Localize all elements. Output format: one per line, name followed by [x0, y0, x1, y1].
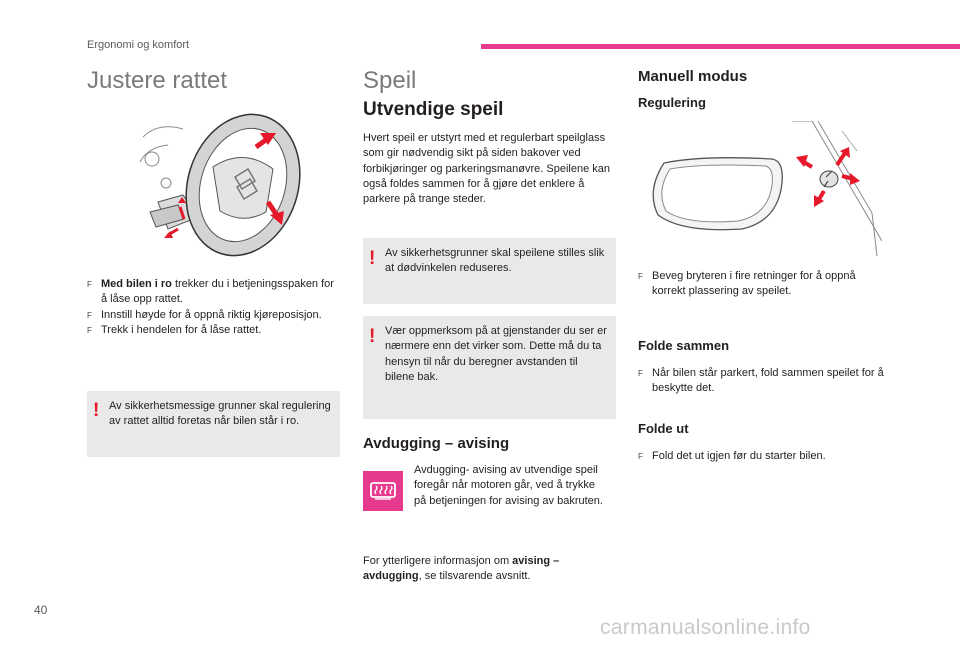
mirrors-warning-box-2: ! Vær oppmerksom på at gjenstander du se… — [363, 316, 616, 419]
mirror-adjust-illustration — [652, 121, 882, 256]
list-item: F Fold det ut igjen før du starter bilen… — [638, 449, 890, 464]
section-header: Ergonomi og komfort — [87, 39, 190, 51]
mirrors-title: Speil — [363, 67, 417, 94]
more-info-prefix: For ytterligere informasjon om — [363, 555, 513, 567]
list-item: F Trekk i hendelen for å låse rattet. — [87, 323, 342, 338]
steering-warning-box: ! Av sikkerhetsmessige grunner skal regu… — [87, 391, 340, 457]
rear-defrost-icon — [370, 482, 396, 500]
mirrors-intro: Hvert speil er utstyrt med et regulerbar… — [363, 132, 611, 206]
bullet-text: Fold det ut igjen før du starter bilen. — [652, 450, 826, 462]
mirrors-warning-box-1: ! Av sikkerhetsgrunner skal speilene sti… — [363, 238, 616, 304]
adjust-bullets: F Beveg bryteren i fire retninger for å … — [638, 269, 890, 300]
steering-wheel-illustration — [139, 113, 301, 257]
warning-icon: ! — [93, 400, 100, 421]
steering-warning-text: Av sikkerhetsmessige grunner skal regule… — [109, 400, 331, 428]
bullet-text: Når bilen står parkert, fold sammen spei… — [652, 367, 884, 395]
bullet-icon: F — [638, 369, 643, 378]
manual-mode-title: Manuell modus — [638, 68, 748, 85]
bullet-icon: F — [638, 452, 643, 461]
rear-defrost-button-illustration — [363, 471, 403, 511]
bullet-text: Trekk i hendelen for å låse rattet. — [101, 324, 262, 337]
mirrors-subtitle: Utvendige speil — [363, 99, 504, 120]
bullet-text: Innstill høyde for å oppnå riktig kjørep… — [101, 308, 322, 321]
more-info-link: avising – avdugging — [363, 555, 560, 583]
bullet-icon: F — [87, 310, 92, 320]
bullet-icon: F — [87, 280, 92, 289]
defrost-title: Avdugging – avising — [363, 435, 510, 452]
steering-title: Justere rattet — [87, 67, 228, 94]
bullet-text: Beveg bryteren i fire retninger for å op… — [652, 270, 856, 298]
bullet-icon: F — [638, 272, 643, 281]
list-item: F Beveg bryteren i fire retninger for å … — [638, 269, 890, 300]
unfold-bullets: F Fold det ut igjen før du starter bilen… — [638, 449, 890, 464]
mirrors-warning-text-1: Av sikkerhetsgrunner skal speilene still… — [385, 247, 605, 275]
defrost-text: Avdugging- avising av utvendige speil fo… — [414, 464, 603, 507]
bullet-icon: F — [87, 326, 92, 336]
list-item: F Innstill høyde for å oppnå riktig kjør… — [87, 308, 342, 323]
bullet-bold: Med bilen i ro — [101, 278, 172, 290]
mirrors-warning-text-2: Vær oppmerksom på at gjenstander du ser … — [385, 325, 607, 383]
fold-title: Folde sammen — [638, 338, 730, 353]
page-number: 40 — [34, 603, 48, 617]
adjust-title: Regulering — [638, 95, 706, 110]
steering-bullets: F Med bilen i ro trekker du i betjenings… — [87, 277, 342, 339]
list-item: F Når bilen står parkert, fold sammen sp… — [638, 366, 890, 397]
watermark: carmanualsonline.info — [600, 616, 811, 639]
list-item: F Med bilen i ro trekker du i betjenings… — [87, 277, 342, 308]
warning-icon: ! — [369, 248, 376, 269]
fold-bullets: F Når bilen står parkert, fold sammen sp… — [638, 366, 890, 397]
more-info-suffix: , se tilsvarende avsnitt. — [418, 570, 531, 583]
unfold-title: Folde ut — [638, 421, 689, 436]
section-header-bar — [481, 44, 960, 49]
bullet-text: trekker du i betjeningsspaken for å låse… — [101, 278, 334, 306]
more-info-text: For ytterligere informasjon om avising –… — [363, 554, 609, 585]
warning-icon: ! — [369, 326, 376, 347]
